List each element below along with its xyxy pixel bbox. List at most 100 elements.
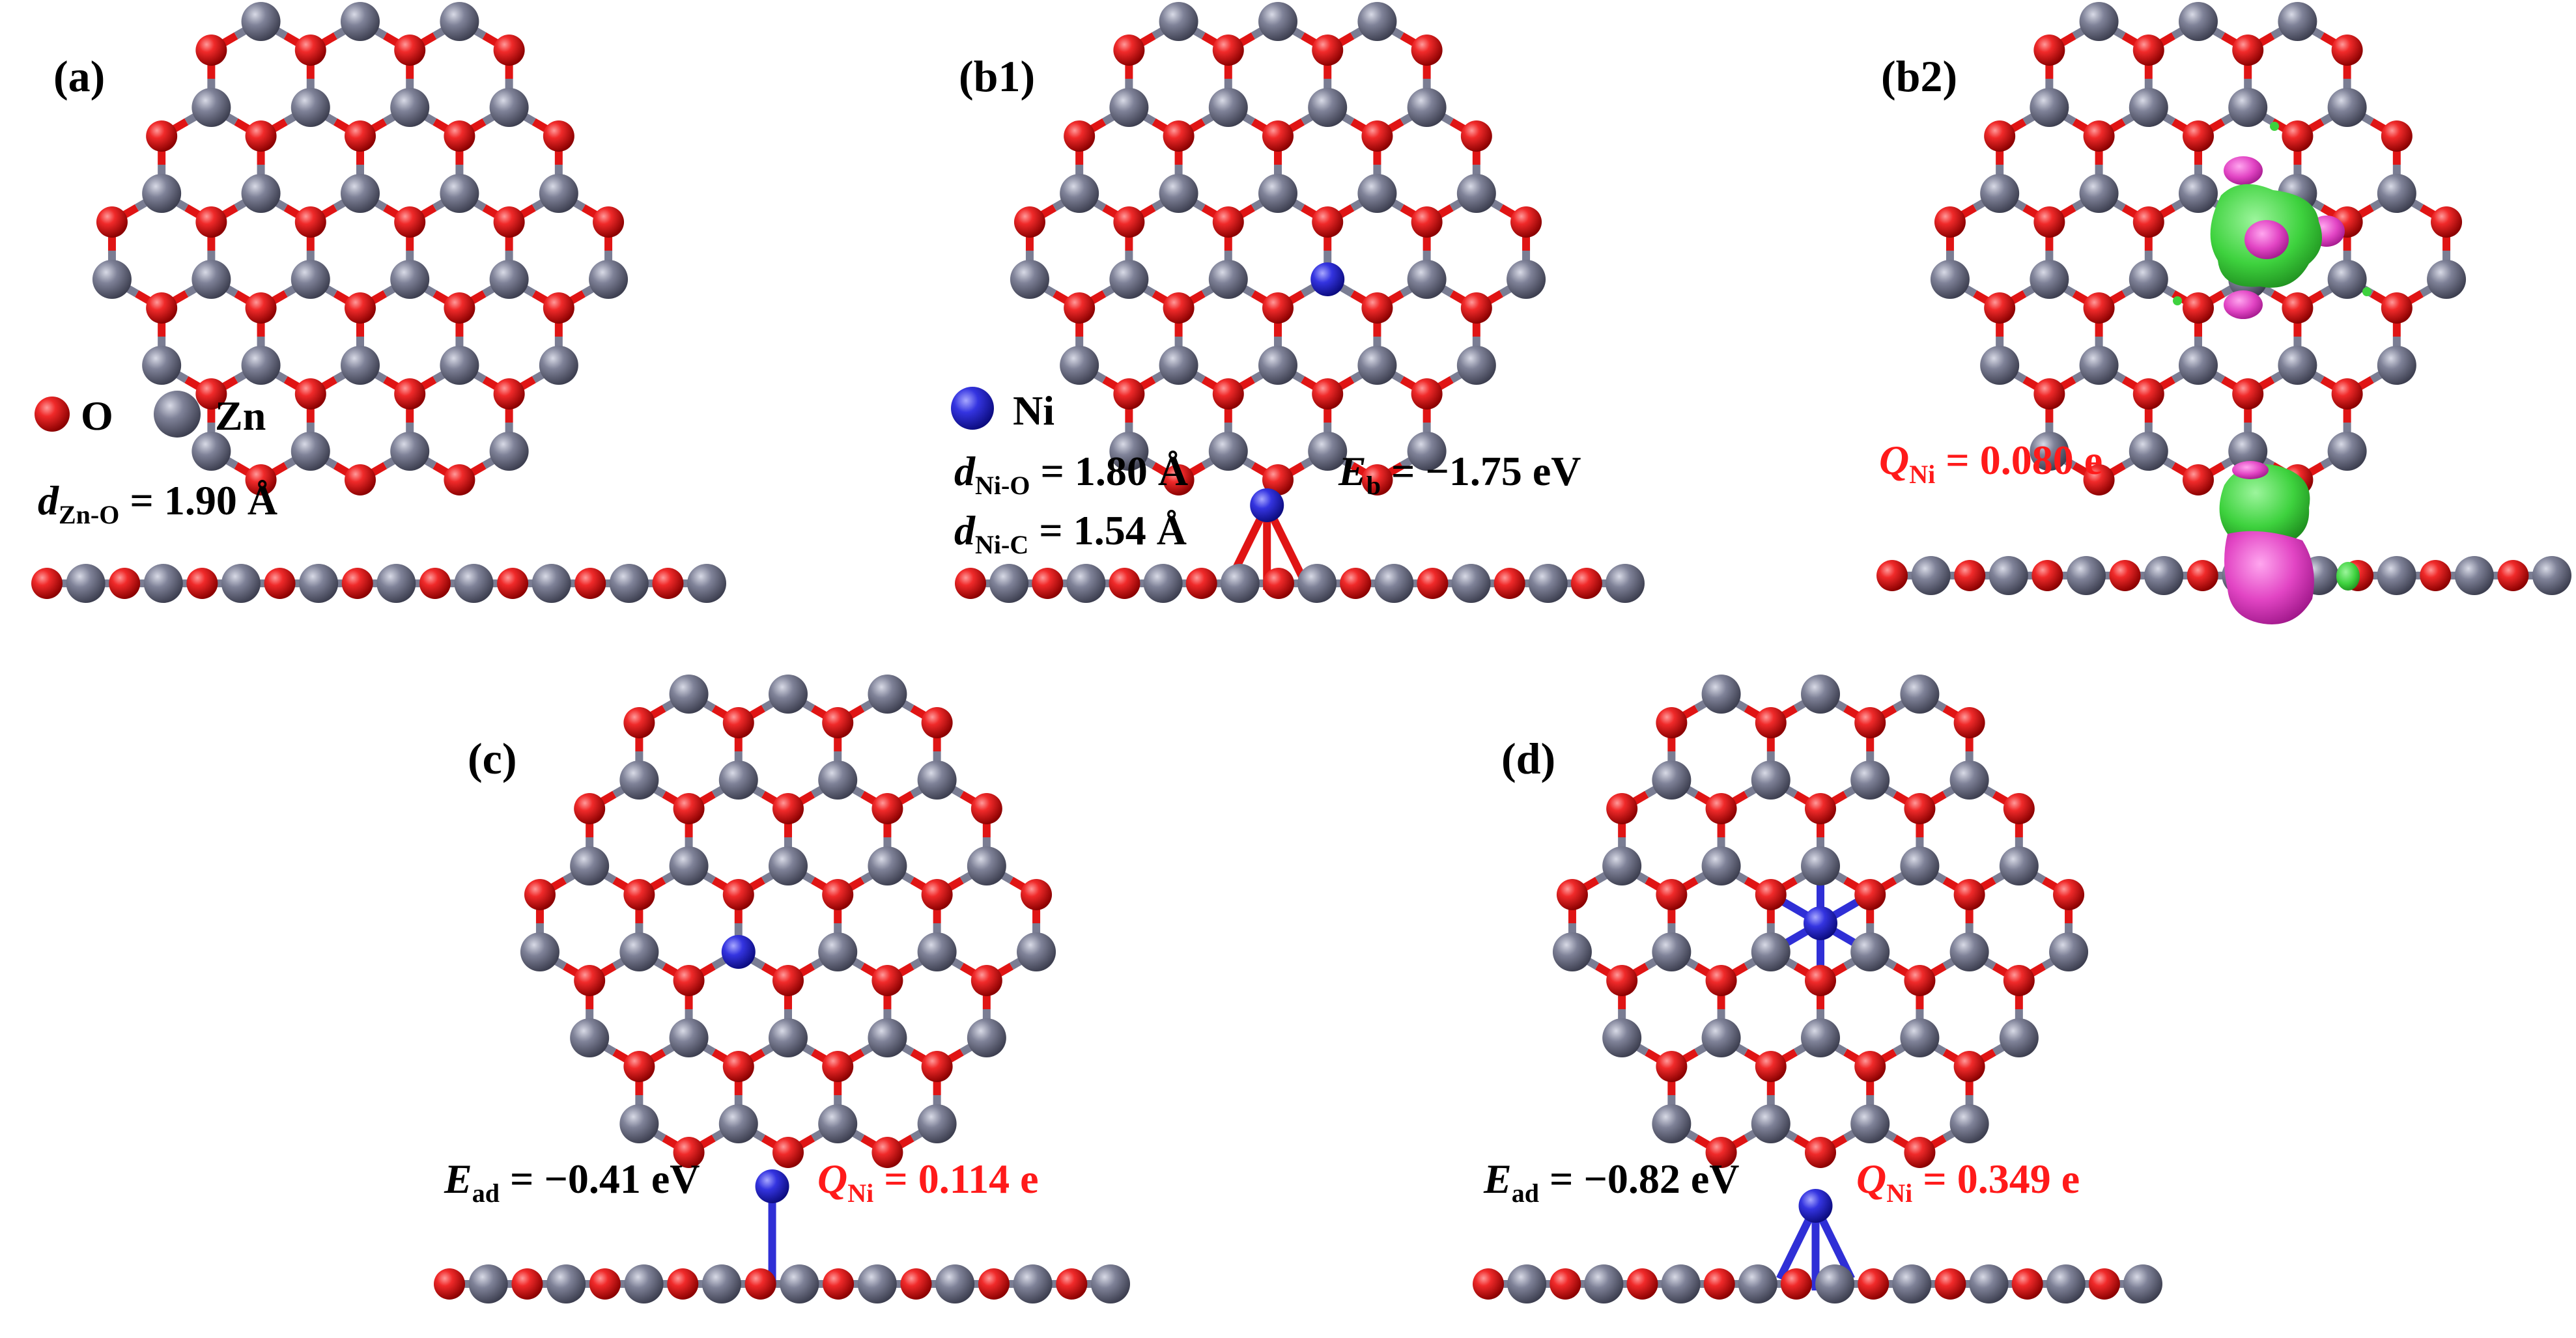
- zinc-atom: [290, 432, 330, 471]
- zinc-atom: [1652, 1104, 1691, 1143]
- oxygen-atom: [2232, 35, 2264, 66]
- zinc-atom: [1900, 1018, 1940, 1057]
- oxygen-atom: [294, 378, 326, 410]
- zinc-atom: [191, 88, 231, 127]
- zinc-atom: [1013, 1264, 1053, 1303]
- zinc-atom: [669, 1018, 709, 1057]
- zinc-atom: [2079, 2, 2119, 41]
- oxygen-atom: [871, 1137, 903, 1168]
- zinc-atom: [1552, 932, 1592, 971]
- zinc-atom: [221, 564, 261, 603]
- zinc-atom: [241, 346, 281, 385]
- zinc-atom: [769, 1018, 808, 1057]
- oxygen-atom: [497, 568, 529, 599]
- zinc-atom: [1066, 564, 1106, 603]
- zinc-atom: [2079, 346, 2119, 385]
- zinc-atom: [2327, 88, 2367, 127]
- zinc-atom: [619, 760, 659, 800]
- zinc-atom: [2030, 260, 2069, 299]
- oxygen-atom: [2183, 120, 2214, 152]
- density-green-dot: [2270, 122, 2279, 131]
- zinc-atom: [687, 564, 726, 603]
- q-ni-d-label: QNi = 0.349 e: [1856, 1156, 2080, 1208]
- zinc-atom: [1159, 2, 1198, 41]
- zinc-atom: [1208, 432, 1248, 471]
- oxygen-atom: [394, 206, 426, 238]
- density-green-lobe: [2336, 562, 2360, 591]
- oxygen-atom: [1262, 292, 1294, 324]
- oxygen-atom: [1755, 879, 1787, 910]
- oxygen-atom: [822, 1051, 854, 1082]
- q-ni-c-value: = 0.114 e: [873, 1156, 1038, 1202]
- zinc-atom: [1602, 1018, 1642, 1057]
- zinc-atom: [1892, 1264, 1932, 1303]
- zinc-atom: [1606, 564, 1645, 603]
- q-ni-b2-sub: Ni: [1909, 460, 1935, 489]
- zinc-atom: [2377, 556, 2416, 595]
- zinc-atom: [290, 260, 330, 299]
- oxygen-atom: [823, 1268, 855, 1300]
- oxygen-atom: [2183, 292, 2214, 324]
- zinc-atom: [290, 88, 330, 127]
- oxygen-atom: [434, 1268, 465, 1300]
- oxygen-atom: [1340, 568, 1372, 599]
- oxygen-atom: [444, 464, 475, 495]
- oxygen-atom: [2031, 560, 2063, 591]
- oxygen-atom: [1460, 292, 1492, 324]
- oxygen-atom: [1570, 568, 1602, 599]
- oxygen-atom: [1262, 568, 1294, 599]
- oxygen-atom: [1705, 1137, 1737, 1168]
- zinc-atom: [935, 1264, 975, 1303]
- zinc-atom: [570, 846, 610, 885]
- top-view-lattice-a: [92, 2, 629, 495]
- oxygen-atom: [1113, 378, 1145, 410]
- zinc-atom: [1109, 260, 1149, 299]
- oxygen-atom: [493, 35, 525, 66]
- oxygen-atom: [2083, 464, 2115, 495]
- zinc-atom: [1109, 88, 1149, 127]
- zinc-atom: [1980, 346, 2020, 385]
- oxygen-atom: [345, 464, 376, 495]
- d-zn-o-sub: Zn-O: [59, 500, 119, 529]
- oxygen-atom: [1606, 965, 1638, 996]
- zinc-atom: [1357, 174, 1397, 213]
- oxygen-atom: [345, 292, 376, 324]
- oxygen-atom: [1953, 707, 1985, 738]
- oxygen-atom: [1032, 568, 1064, 599]
- oxygen-atom: [195, 35, 227, 66]
- oxygen-atom: [345, 120, 376, 152]
- oxygen-atom: [1212, 206, 1244, 238]
- oxygen-atom: [2109, 560, 2141, 591]
- oxygen-atom: [921, 1051, 953, 1082]
- zinc-atom: [1911, 556, 1951, 595]
- oxygen-atom: [1854, 879, 1886, 910]
- zinc-atom: [142, 174, 182, 213]
- oxygen-atom: [1262, 120, 1294, 152]
- oxygen-atom: [493, 378, 525, 410]
- legend: O Zn: [35, 391, 266, 439]
- oxygen-atom: [1656, 1051, 1688, 1082]
- oxygen-atom: [673, 793, 705, 824]
- e-ad-d-sub: ad: [1512, 1178, 1539, 1208]
- d-ni-o-sub: Ni-O: [975, 471, 1030, 500]
- zinc-atom: [1652, 932, 1691, 971]
- oxygen-atom: [722, 1051, 754, 1082]
- zinc-atom: [780, 1264, 819, 1303]
- oxygen-atom: [2003, 793, 2035, 824]
- zinc-atom: [589, 260, 629, 299]
- d-zn-o-label: dZn-O = 1.90 Å: [38, 477, 277, 529]
- oxygen-atom: [1626, 1268, 1658, 1300]
- zinc-atom: [1308, 88, 1348, 127]
- oxygen-atom: [1705, 793, 1737, 824]
- d-ni-o-label: dNi-O = 1.80 Å: [954, 448, 1188, 500]
- oxygen-atom: [574, 965, 606, 996]
- oxygen-atom: [1262, 464, 1294, 495]
- oxygen-atom: [524, 879, 556, 910]
- zinc-atom: [1208, 260, 1248, 299]
- zinc-atom: [1407, 88, 1447, 127]
- zinc-atom: [241, 2, 281, 41]
- top-view-lattice-b1: [1010, 2, 1546, 495]
- oxygen-atom: [2187, 560, 2218, 591]
- zinc-atom: [1751, 760, 1790, 800]
- zinc-atom: [1060, 174, 1099, 213]
